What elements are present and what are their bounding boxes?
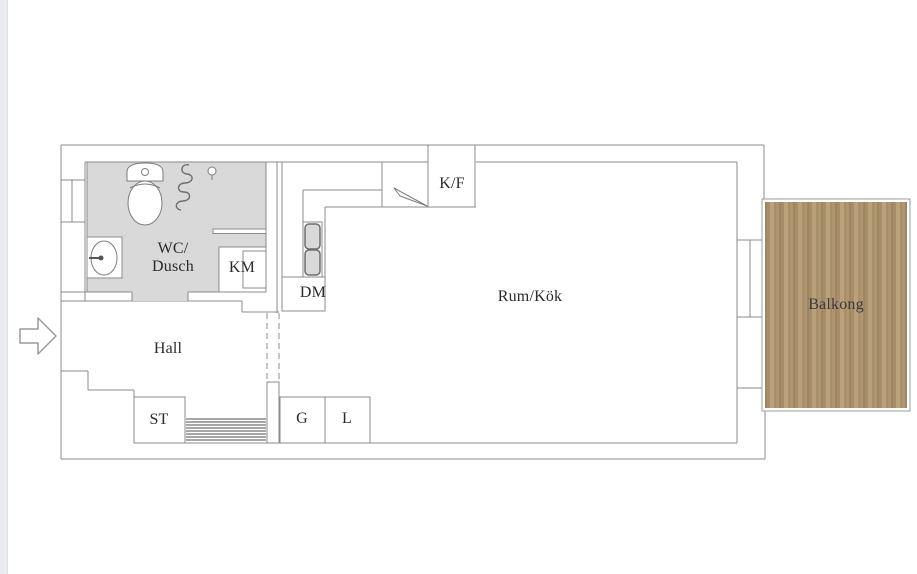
room-label-bathroom: WC/ Dusch bbox=[152, 240, 194, 276]
balcony-deck bbox=[765, 202, 907, 408]
fixture-label-fridge-freezer: K/F bbox=[439, 175, 465, 192]
room-label-bathroom-line1: WC/ bbox=[157, 240, 189, 257]
page-left-gutter bbox=[0, 0, 8, 574]
toilet-bowl bbox=[127, 180, 163, 226]
entry-arrow-icon bbox=[19, 317, 57, 355]
shower-mixer-icon bbox=[207, 166, 217, 176]
towel-rail bbox=[212, 228, 267, 234]
shower-hose-icon bbox=[175, 164, 193, 211]
stove-hood-icon bbox=[393, 187, 428, 207]
room-label-balcony: Balkong bbox=[808, 296, 864, 313]
sink-tap-head bbox=[98, 255, 104, 261]
kitchen-sink-basin2 bbox=[304, 249, 321, 276]
room-label-living-kitchen: Rum/Kök bbox=[497, 288, 563, 305]
fixture-label-dishwasher: DM bbox=[299, 284, 327, 301]
bathroom-door-opening bbox=[132, 291, 188, 301]
toilet-seat-line bbox=[129, 183, 161, 189]
radiator-icon bbox=[186, 418, 266, 441]
wall-opening-dashed bbox=[266, 313, 280, 382]
bathroom-door-jambs bbox=[131, 292, 189, 301]
kitchen-sink-icon bbox=[304, 223, 321, 250]
fixture-label-closet-st: ST bbox=[149, 411, 169, 428]
wall-stub bbox=[266, 381, 280, 444]
room-label-bathroom-line2: Dusch bbox=[152, 258, 194, 275]
room-label-hall: Hall bbox=[153, 340, 183, 357]
fixture-label-closet-l: L bbox=[342, 410, 352, 427]
washing-machine-box bbox=[242, 250, 267, 289]
closet-l-box bbox=[324, 396, 371, 444]
fixture-label-closet-g: G bbox=[296, 410, 308, 427]
fridge-freezer-box bbox=[427, 144, 476, 208]
dishwasher-box bbox=[281, 276, 326, 312]
closet-st-box bbox=[133, 396, 186, 444]
fixture-label-washing-machine: KM bbox=[228, 259, 256, 276]
toilet-flush-button bbox=[141, 168, 149, 176]
